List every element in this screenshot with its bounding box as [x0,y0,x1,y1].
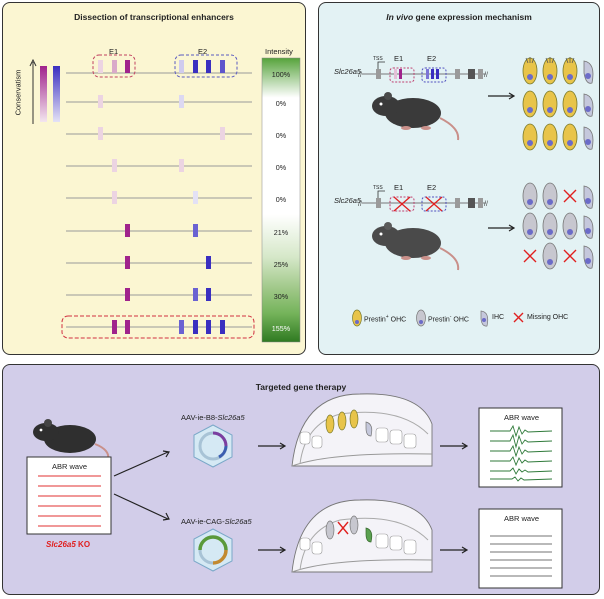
legend-prestin-negative: Prestin- OHC [428,314,469,324]
e2-highlight-box [174,54,238,78]
e1-label: E1 [109,47,119,56]
panel-b-title: In vivo gene expression mechanism [386,12,532,22]
cochlea-treated-illustration [291,393,433,467]
conservatism-scale-blue [53,66,60,122]
e2-label-top: E2 [427,54,437,63]
ko-abr-flat-lines [38,475,101,527]
legend-missing-icon [513,312,524,323]
e1-highlight-box [92,54,136,78]
intensity-header: Intensity [265,47,293,56]
intensity-value-6: 21% [273,228,289,237]
intensity-column [261,57,301,343]
gene-track-wildtype: // // [358,61,488,83]
intensity-value-8: 30% [273,292,289,301]
aav-cag-capsid-icon [193,528,233,572]
intensity-value-9: 155% [271,324,291,333]
e1-label-top: E1 [394,54,404,63]
gene-track-deleted: // // [358,190,488,212]
vector-cag-label: AAV-ie-CAG-Slc26a5 [181,517,252,526]
untreated-abr-box [478,508,563,589]
in-vivo-diagram: // // [352,57,594,327]
conservatism-scale-magenta [40,66,47,122]
untreated-abr-flat-lines [490,535,552,577]
ko-abr-title: ABR wave [52,462,88,471]
intensity-value-7: 25% [273,260,289,269]
intensity-value-2: 0% [275,99,287,108]
panel-enhancer-dissection: Dissection of transcriptional enhancers [2,2,306,355]
svg-text://: // [358,201,362,208]
hair-cells-wildtype [522,57,594,151]
ko-mouse-label: Slc26a5 KO [46,540,91,549]
mouse-icon-top [372,92,460,141]
treated-abr-box [478,407,563,488]
intensity-value-1: 100% [271,70,291,79]
svg-text://: // [358,72,362,79]
svg-text://: // [484,201,488,208]
gene-label-bottom: Slc26a5 [334,196,362,205]
panel-a-title: Dissection of transcriptional enhancers [74,12,234,22]
intensity-value-3: 0% [275,131,287,140]
treated-abr-title: ABR wave [504,413,540,422]
legend-missing-ohc: Missing OHC [527,314,569,321]
e2-label-bottom: E2 [427,183,437,192]
cochlea-untreated-illustration [291,499,433,573]
legend-ihc: IHC [492,314,505,321]
svg-text://: // [484,72,488,79]
legend-prestin-positive: Prestin+ OHC [364,314,407,324]
gene-label-top: Slc26a5 [334,67,362,76]
hair-cells-deleted [522,182,594,270]
arrow-bottom [488,224,516,232]
panel-c-title: Targeted gene therapy [255,382,347,392]
arrow-top [488,92,516,100]
e2-label: E2 [198,47,208,56]
mouse-icon-bottom [372,222,460,271]
gene-therapy-diagram [26,393,563,589]
legend-icons [352,309,524,327]
combined-highlight-box [61,315,255,339]
enhancer-rows-diagram [29,54,301,343]
tss-label-bottom: TSS [373,185,383,191]
arrow-to-b8 [113,450,170,477]
tss-label-top: TSS [373,56,383,62]
arrow-to-cag [113,493,170,521]
aav-b8-capsid-icon [193,424,233,468]
intensity-value-4: 0% [275,163,287,172]
vector-b8-label: AAV-ie-B8-Slc26a5 [181,413,245,422]
treated-abr-waves [490,424,553,482]
untreated-abr-title: ABR wave [504,514,540,523]
legend-prestin-negative-icon [416,309,426,327]
ko-mouse-icon [33,419,110,460]
legend-prestin-positive-icon [352,309,362,327]
intensity-value-5: 0% [275,195,287,204]
e1-label-bottom: E1 [394,183,404,192]
